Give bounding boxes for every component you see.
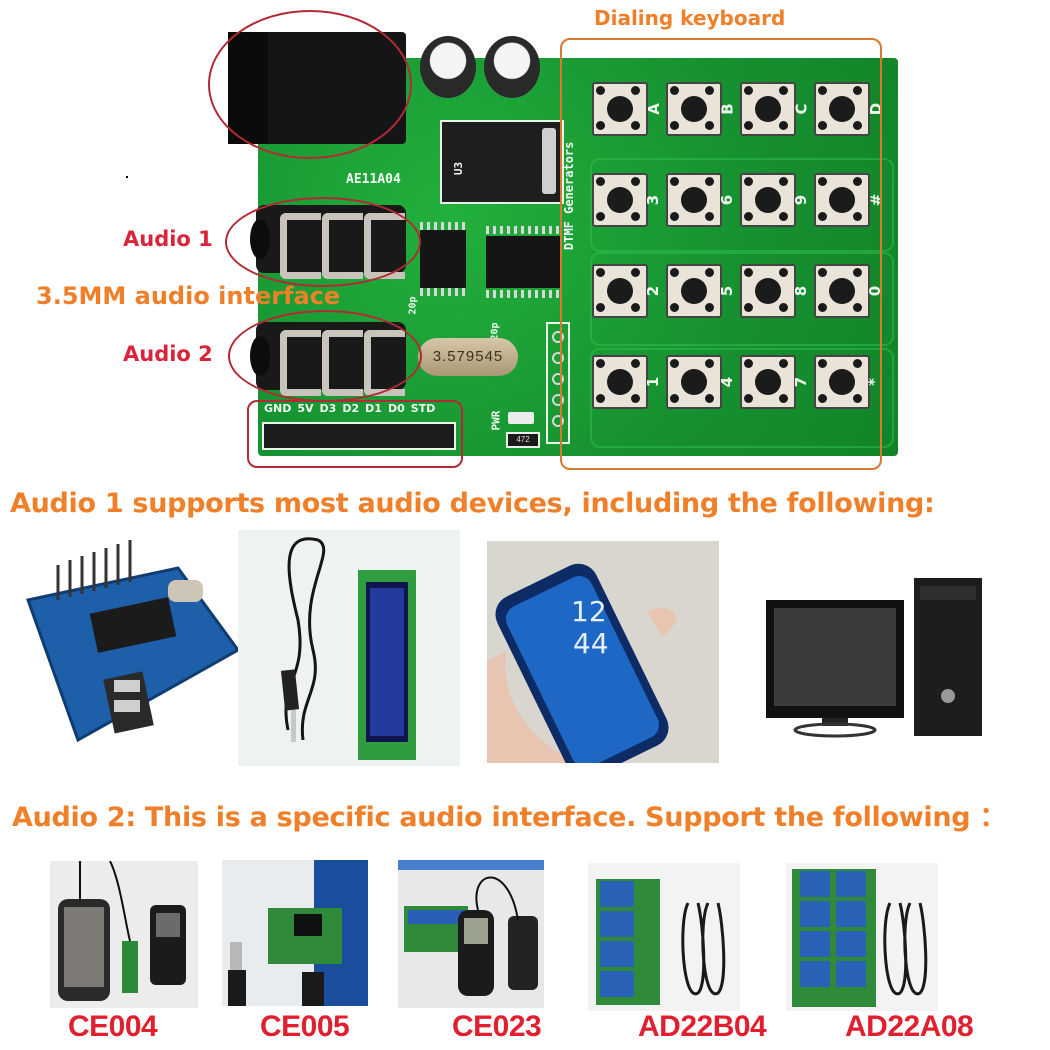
pin-label-std: STD (410, 402, 436, 415)
board-model-label: AE11A04 (346, 172, 401, 187)
key-3[interactable]: 3 (586, 163, 662, 248)
audio1-highlight-ring (225, 197, 421, 287)
device-photo-ce004 (50, 861, 198, 1008)
phone-clock-hours: 12 (571, 595, 607, 628)
key-hash[interactable]: # (808, 163, 885, 248)
pin-label-5v: 5V (297, 402, 314, 415)
key-c[interactable]: C (734, 72, 811, 157)
key-6[interactable]: 6 (660, 163, 736, 248)
dtmf-encoder-chip (486, 226, 560, 298)
regulator-marking: U3 (452, 161, 466, 176)
pin-header-highlight-box (247, 400, 463, 468)
pin-header-labels: GND 5V D3 D2 D1 D0 STD (264, 402, 464, 415)
key-a[interactable]: A (586, 72, 663, 157)
pin-label-d0: D0 (387, 402, 405, 415)
electrolytic-capacitor (484, 36, 540, 98)
model-label-ce004: CE004 (68, 1010, 158, 1043)
power-led-label: PWR (489, 410, 503, 431)
keypad-highlight-box (560, 38, 882, 470)
device-photo-cable-lcd (238, 530, 460, 766)
section2-heading: Audio 2: This is a specific audio interf… (12, 802, 1007, 833)
device-photo-ce023 (398, 860, 544, 1008)
pin-label-d1: D1 (365, 402, 382, 415)
amplifier-chip (420, 222, 466, 296)
model-label-ad22a08: AD22A08 (845, 1010, 974, 1043)
key-d[interactable]: D (808, 72, 885, 157)
voltage-regulator: U3 (440, 120, 564, 204)
resistor: 472 (506, 432, 540, 448)
power-led (508, 412, 534, 424)
pin-header (262, 422, 456, 450)
pin-label-gnd: GND (264, 402, 292, 415)
pin-label-d3: D3 (319, 402, 337, 415)
section1-heading: Audio 1 supports most audio devices, inc… (10, 488, 935, 519)
device-photo-smartphone: 12 44 (487, 541, 719, 763)
audio-interface-label: 3.5MM audio interface (36, 282, 341, 310)
capacitor-label: 20p (407, 296, 419, 315)
device-photo-ad22b04 (588, 863, 740, 1011)
key-b[interactable]: B (660, 72, 737, 157)
key-2[interactable]: 2 (586, 254, 662, 339)
device-photo-ad22a08 (786, 863, 938, 1011)
model-label-ce023: CE023 (452, 1010, 542, 1043)
device-photo-desktop (744, 568, 994, 738)
key-star[interactable]: * (808, 345, 883, 430)
crystal-oscillator: 3.579545 (418, 338, 518, 376)
key-1[interactable]: 1 (586, 345, 662, 430)
key-9[interactable]: 9 (734, 163, 810, 248)
side-header-holes (546, 322, 570, 444)
dc-jack-highlight-ring (208, 10, 412, 159)
key-7[interactable]: 7 (734, 345, 810, 430)
pin-label-d2: D2 (342, 402, 360, 415)
audio1-label: Audio 1 (123, 227, 213, 251)
key-8[interactable]: 8 (734, 254, 810, 339)
key-5[interactable]: 5 (660, 254, 736, 339)
phone-clock-minutes: 44 (573, 627, 609, 660)
audio2-highlight-ring (228, 310, 422, 402)
device-photo-voice-module (18, 540, 240, 752)
device-photo-ce005 (222, 860, 368, 1006)
model-label-ce005: CE005 (260, 1010, 350, 1043)
stray-dot (126, 176, 128, 178)
dialing-keypad: A B C D 3 6 9 # 2 5 8 0 1 4 7 * (578, 66, 885, 436)
key-0[interactable]: 0 (808, 254, 884, 339)
model-label-ad22b04: AD22B04 (638, 1010, 767, 1043)
dialing-keyboard-label: Dialing keyboard (594, 6, 786, 30)
key-4[interactable]: 4 (660, 345, 736, 430)
electrolytic-capacitor (420, 36, 476, 98)
audio2-label: Audio 2 (123, 342, 213, 366)
